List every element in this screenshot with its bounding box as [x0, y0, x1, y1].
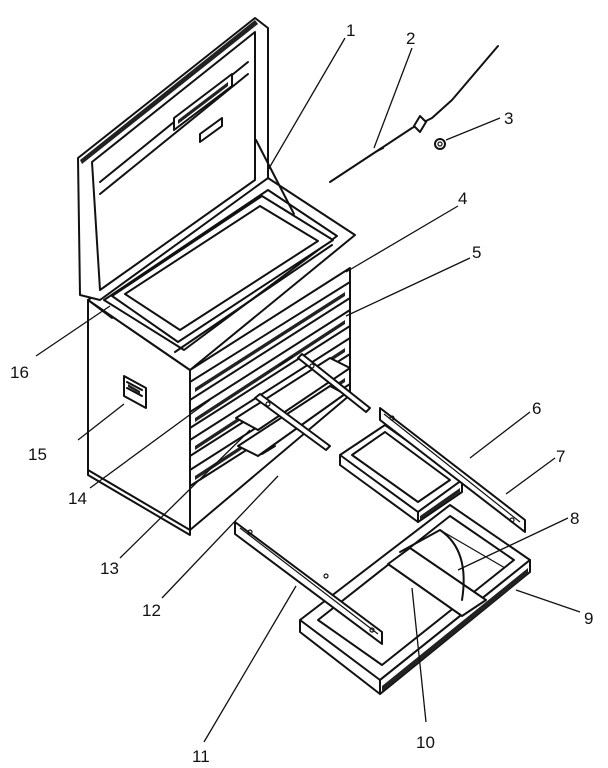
chest-drawers [189, 281, 351, 487]
callout-3: 3 [504, 109, 513, 128]
side-handle [123, 375, 147, 409]
callout-labels: 1 2 3 4 5 6 7 8 9 10 11 12 13 14 15 16 [10, 21, 593, 766]
large-drawer-slide [234, 521, 383, 645]
callout-13: 13 [100, 559, 119, 578]
callout-12: 12 [142, 601, 161, 620]
lid-stay [255, 139, 295, 215]
callout-9: 9 [584, 609, 593, 628]
callout-6: 6 [532, 399, 541, 418]
tool-chest [87, 177, 356, 536]
callout-11: 11 [192, 747, 210, 766]
callout-8: 8 [570, 509, 579, 528]
callout-15: 15 [28, 445, 47, 464]
callout-5: 5 [472, 243, 481, 262]
large-drawer [299, 504, 531, 695]
callout-4: 4 [458, 189, 467, 208]
lid-stay-rod [329, 45, 499, 183]
body-slides [254, 353, 371, 451]
callout-1: 1 [346, 21, 355, 40]
callout-2: 2 [406, 29, 415, 48]
callout-10: 10 [416, 733, 435, 752]
small-drawer-slide [379, 407, 526, 533]
leader-lines [35, 37, 581, 743]
small-drawer [339, 424, 463, 523]
callout-16: 16 [10, 363, 29, 382]
callout-7: 7 [556, 447, 565, 466]
stay-clip [434, 138, 446, 150]
callout-14: 14 [68, 489, 87, 508]
till-tray [111, 195, 334, 343]
chest-lid [77, 17, 295, 319]
